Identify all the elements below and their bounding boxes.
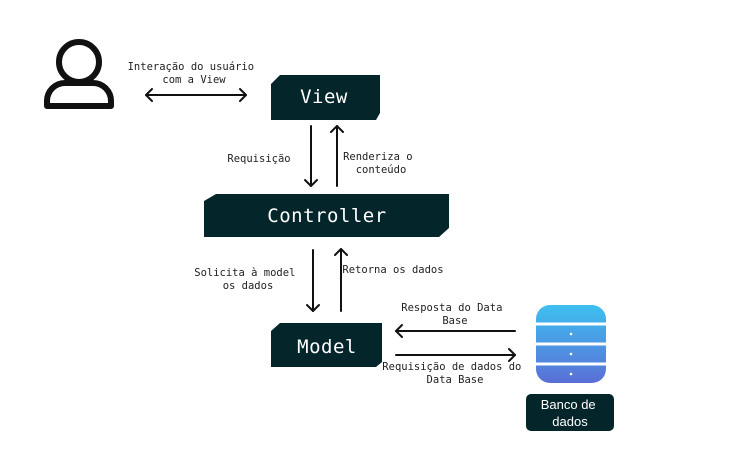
database-label: Banco de dados [541, 397, 600, 429]
user-view-edge-label: Interação do usuário com a View [128, 61, 261, 86]
requisicao-db-edge-label: Requisição de dados do Data Base [382, 361, 527, 386]
requisicao-edge-label: Requisição [227, 153, 290, 165]
model-to-db-arrow [395, 348, 516, 362]
view-to-controller-arrow [304, 125, 318, 187]
controller-label: Controller [267, 205, 386, 227]
model-node: Model [271, 323, 382, 367]
database-icon [536, 305, 606, 383]
retorna-edge-label: Retorna os dados [342, 264, 443, 276]
renderiza-edge-label: Renderiza o conteúdo [343, 151, 419, 176]
view-label: View [300, 86, 348, 108]
model-to-controller-arrow [334, 248, 348, 312]
database-label-line1: Banco de [541, 397, 596, 412]
resposta-db-edge-label: Resposta do Data Base [401, 302, 508, 327]
user-icon [44, 39, 114, 109]
db-to-model-arrow [395, 324, 516, 338]
model-label: Model [297, 336, 357, 358]
view-node: View [271, 75, 380, 120]
controller-to-model-arrow [306, 249, 320, 312]
controller-node: Controller [204, 194, 449, 237]
database-label-line2: dados [552, 414, 588, 429]
solicita-edge-label: Solicita à model os dados [194, 267, 301, 292]
user-view-double-arrow [145, 88, 247, 102]
database-node: Banco de dados [526, 394, 614, 431]
controller-to-view-arrow [330, 125, 344, 187]
